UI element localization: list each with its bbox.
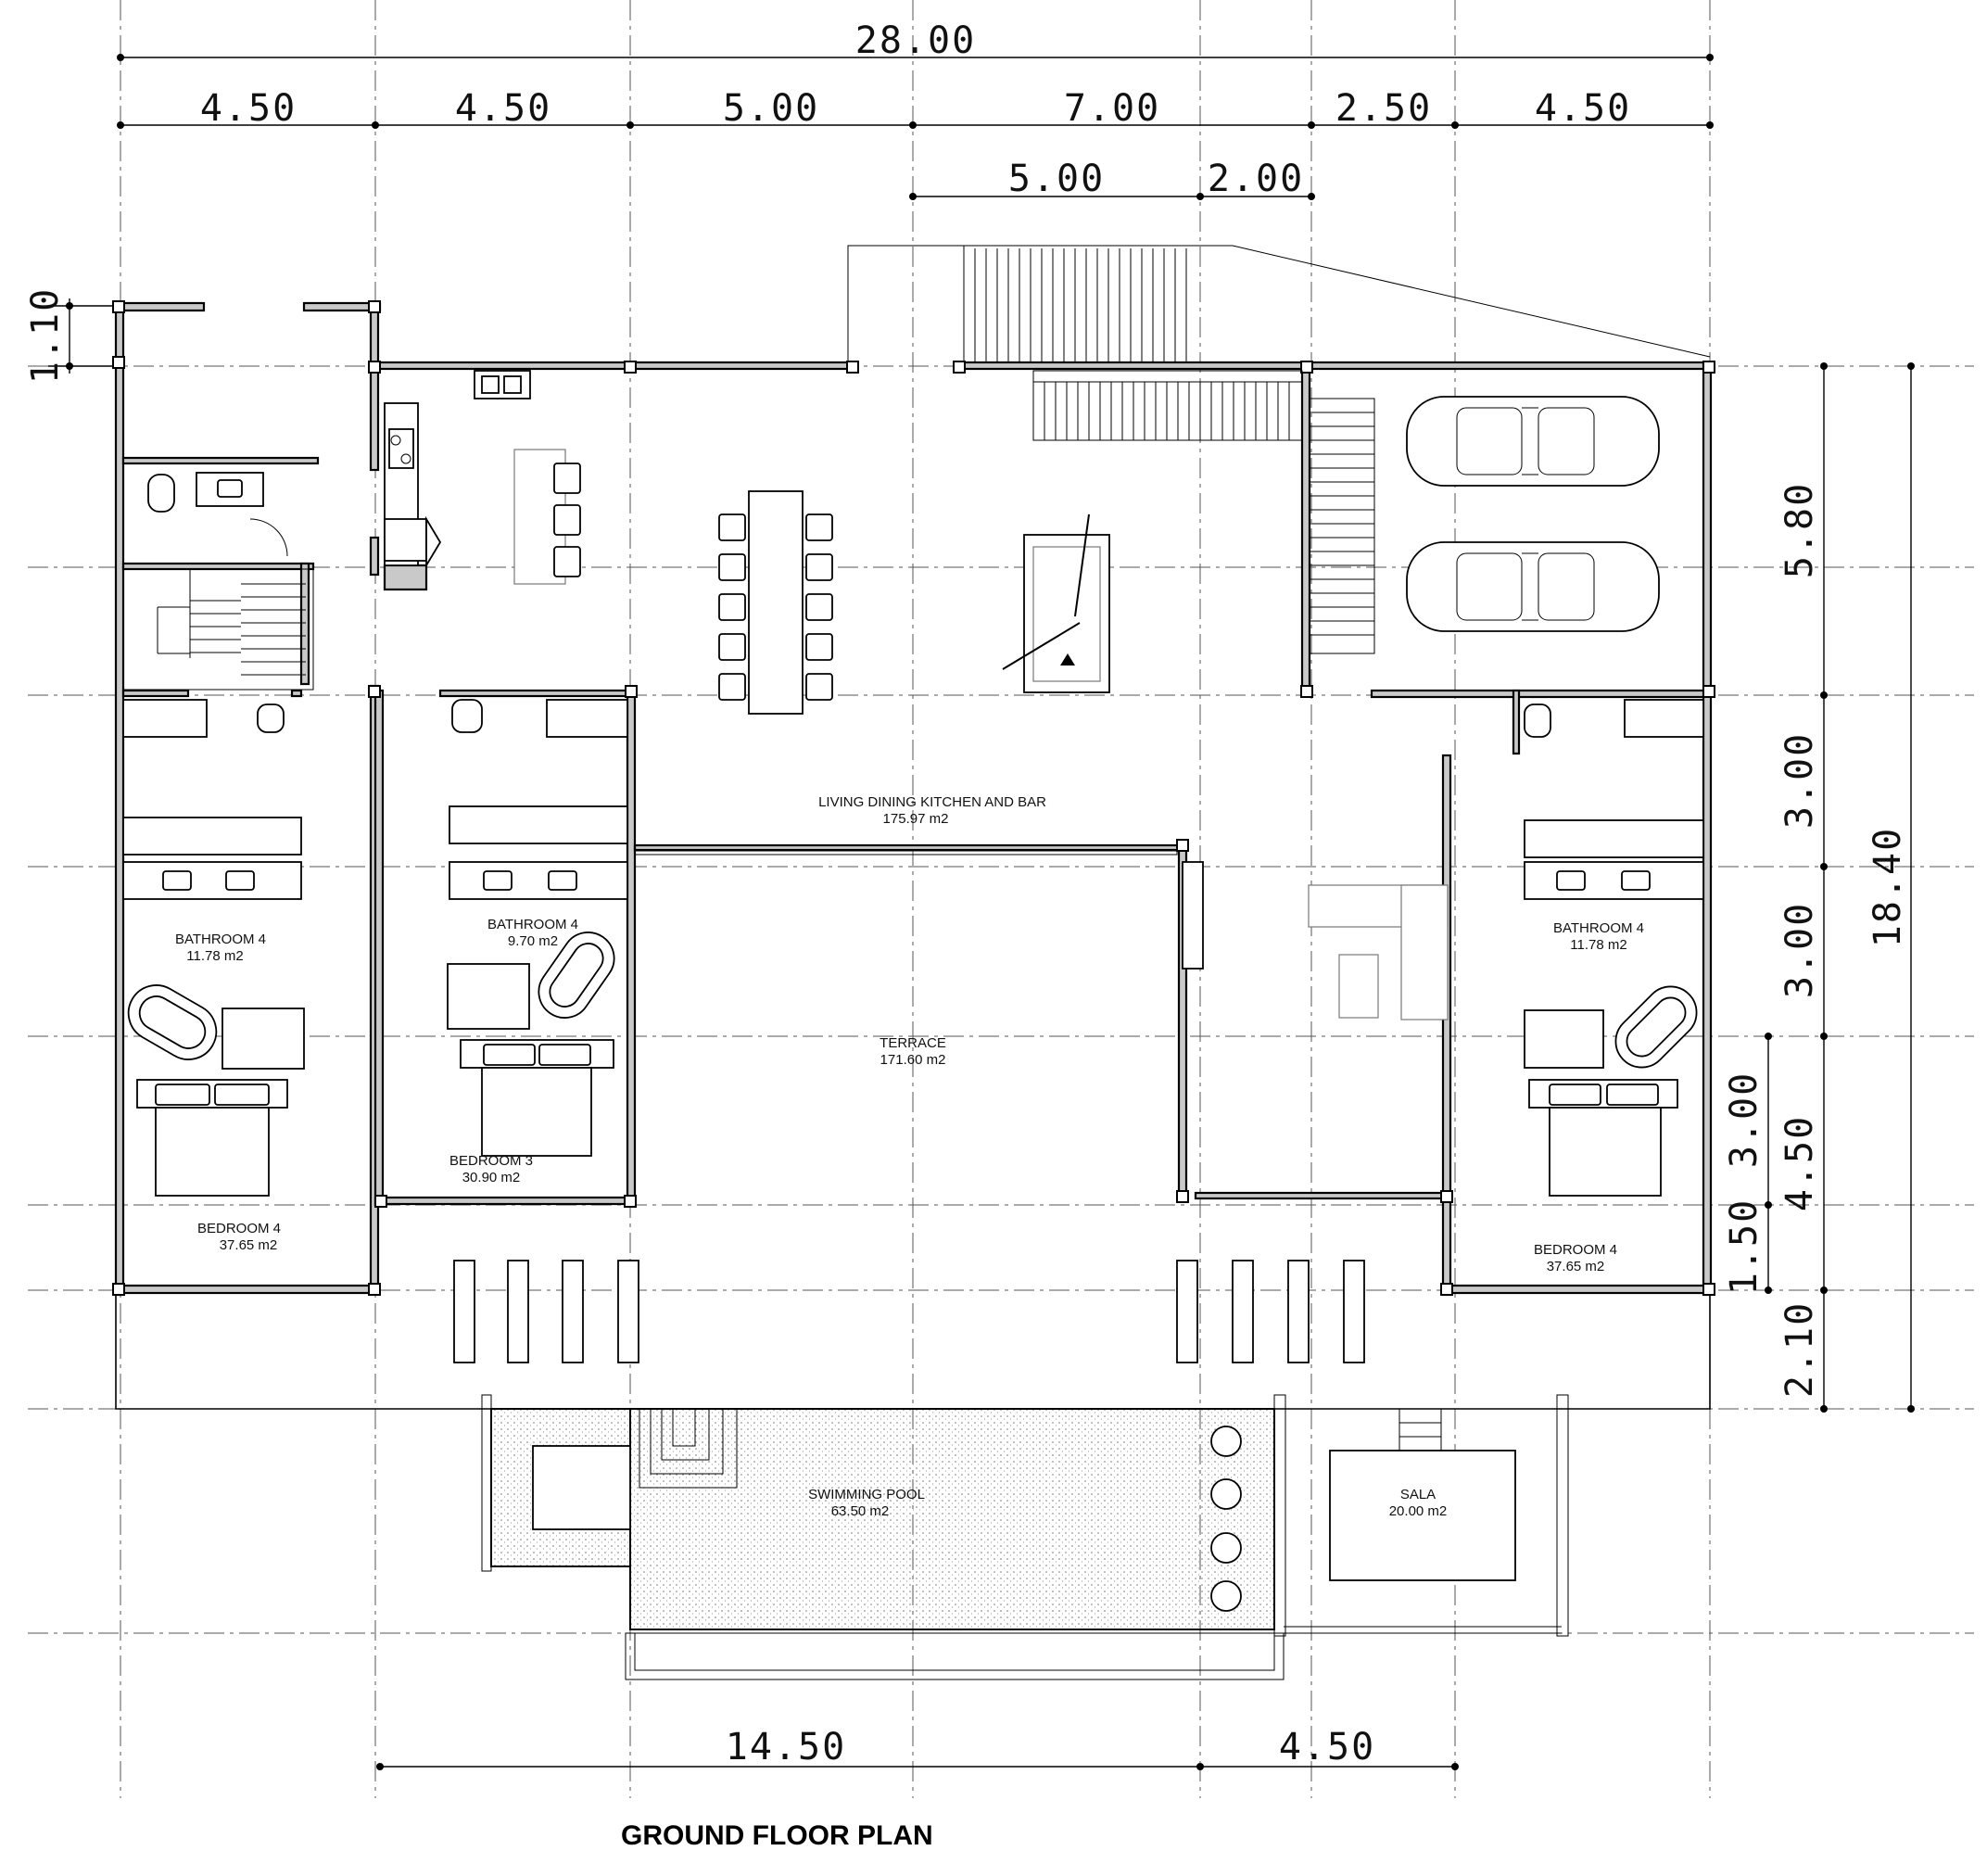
dim-right-4: 4.50 <box>1778 1115 1821 1211</box>
dim-right-3: 3.00 <box>1778 902 1821 998</box>
room-living-name: LIVING DINING KITCHEN AND BAR <box>818 794 1046 810</box>
dim-top-2: 4.50 <box>455 87 551 130</box>
car-icon <box>1406 396 1660 632</box>
dim-top-5: 2.50 <box>1335 87 1432 130</box>
terrace <box>453 850 1365 1363</box>
dim-stair-2: 2.00 <box>1208 158 1304 200</box>
swimming-pool <box>481 1394 1569 1680</box>
room-terrace-name: TERRACE <box>880 1035 946 1051</box>
room-living-area: 175.97 m2 <box>883 811 949 827</box>
room-pool-area: 63.50 m2 <box>831 1503 890 1519</box>
right-wing-fixtures <box>1308 699 1704 1197</box>
room-bath-left-name: BATHROOM 4 <box>175 932 266 947</box>
dim-top-4: 7.00 <box>1064 87 1160 130</box>
room-bath-right-area: 11.78 m2 <box>1570 937 1626 953</box>
dim-right-5: 2.10 <box>1778 1301 1821 1398</box>
plan-title: GROUND FLOOR PLAN <box>621 1820 933 1851</box>
room-bath-mid-area: 9.70 m2 <box>508 933 558 949</box>
kitchen <box>384 370 581 585</box>
dim-right-overall: 18.40 <box>1867 827 1909 947</box>
dim-top-3: 5.00 <box>723 87 819 130</box>
dim-right-inner-1: 3.00 <box>1723 1071 1766 1168</box>
dimension-labels: 28.00 4.50 4.50 5.00 7.00 2.50 4.50 5.00… <box>24 19 1909 1768</box>
dining <box>718 490 833 715</box>
pool-table <box>1002 513 1110 693</box>
deck-outlines <box>115 245 1711 1410</box>
left-wing-fixtures <box>122 472 314 1197</box>
dim-top-6: 4.50 <box>1535 87 1631 130</box>
dim-right-inner-2: 1.50 <box>1723 1198 1766 1295</box>
columns <box>112 300 1715 1296</box>
dim-bottom-1: 14.50 <box>726 1726 846 1768</box>
room-terrace-area: 171.60 m2 <box>880 1052 946 1068</box>
room-bed-right-area: 37.65 m2 <box>1547 1259 1605 1274</box>
dim-stair-1: 5.00 <box>1008 158 1105 200</box>
dimension-lines <box>48 54 1915 1770</box>
room-bath-left-area: 11.78 m2 <box>186 948 243 964</box>
sala <box>1329 1408 1516 1581</box>
room-bed-mid-name: BEDROOM 3 <box>449 1153 533 1169</box>
dim-left-small: 1.10 <box>24 287 67 384</box>
dim-top-1: 4.50 <box>200 87 297 130</box>
dim-overall-width: 28.00 <box>855 19 976 62</box>
dim-bottom-2: 4.50 <box>1279 1726 1375 1768</box>
room-pool-name: SWIMMING POOL <box>808 1487 925 1502</box>
room-sala-area: 20.00 m2 <box>1389 1503 1448 1519</box>
dim-right-1: 5.80 <box>1778 482 1821 578</box>
room-bed-left-area: 37.65 m2 <box>220 1237 278 1253</box>
room-labels: LIVING DINING KITCHEN AND BAR 175.97 m2 … <box>175 794 1644 1519</box>
main-stair <box>1032 370 1375 654</box>
dim-right-2: 3.00 <box>1778 732 1821 829</box>
room-bath-mid-name: BATHROOM 4 <box>487 917 578 932</box>
room-bath-right-name: BATHROOM 4 <box>1553 920 1644 936</box>
room-sala-name: SALA <box>1400 1487 1436 1502</box>
middle-wing-fixtures <box>447 699 628 1157</box>
room-bed-left-name: BEDROOM 4 <box>197 1221 281 1236</box>
room-bed-mid-area: 30.90 m2 <box>462 1170 521 1185</box>
room-bed-right-name: BEDROOM 4 <box>1534 1242 1617 1258</box>
